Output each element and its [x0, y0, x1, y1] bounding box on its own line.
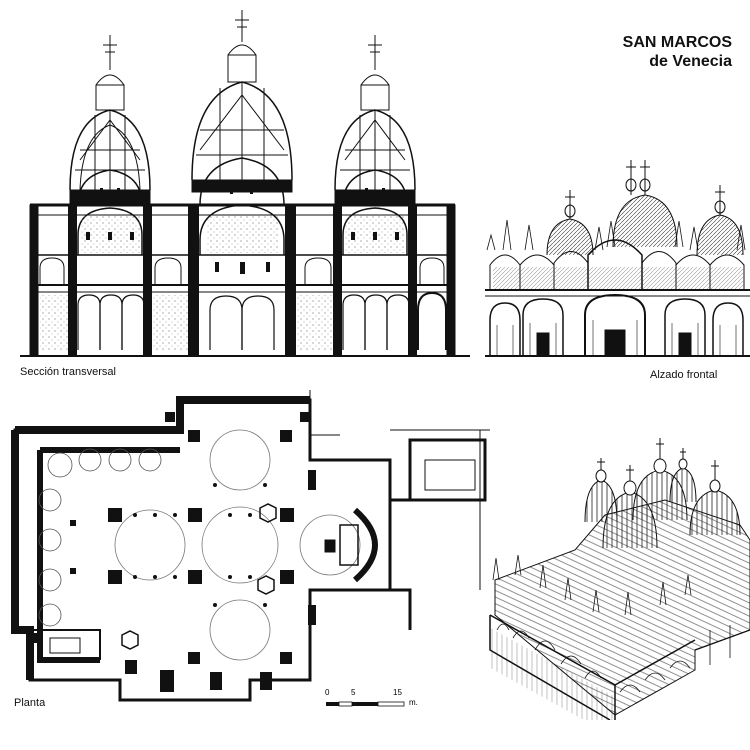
- section-caption: Sección transversal: [20, 366, 116, 378]
- scale-unit: m.: [409, 698, 418, 707]
- aerial-perspective-drawing: [485, 430, 750, 720]
- title-line-1: SAN MARCOS: [622, 34, 732, 51]
- drawing-title: SAN MARCOS de Venecia: [623, 33, 732, 71]
- floor-plan-svg: [11, 390, 490, 702]
- title-line-2: de Venecia: [649, 53, 732, 70]
- scale-tick-0: 0: [325, 688, 330, 697]
- elevation-caption: Alzado frontal: [650, 369, 718, 381]
- scale-tick-15: 15: [393, 688, 402, 697]
- cross-section-drawing: [0, 0, 480, 365]
- front-elevation-drawing: [485, 155, 750, 365]
- scale-tick-5: 5: [351, 688, 356, 697]
- scale-bar-graphic: [326, 701, 405, 707]
- plan-caption: Planta: [14, 697, 46, 709]
- front-elevation-svg: [485, 160, 750, 357]
- cross-section-svg: [20, 10, 470, 357]
- floor-plan-drawing: [10, 390, 490, 710]
- scale-bar: 0 5 15 m.: [325, 688, 435, 718]
- aerial-perspective-svg: [489, 438, 750, 720]
